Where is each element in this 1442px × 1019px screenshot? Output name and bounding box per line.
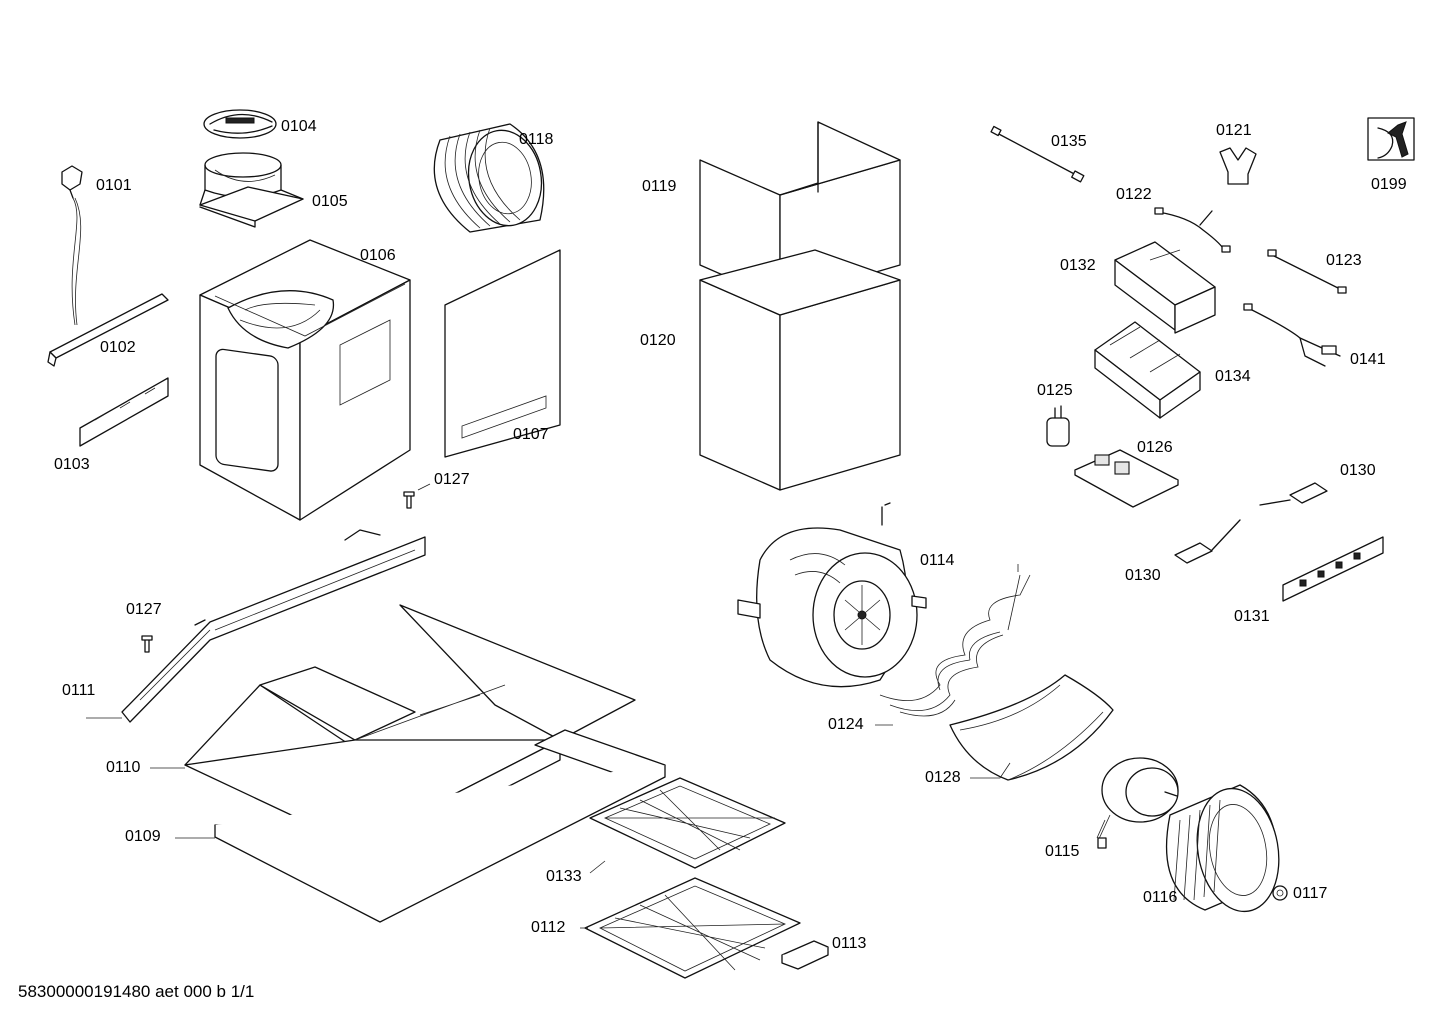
label-0101: 0101: [96, 177, 132, 194]
document-footer: 58300000191480 aet 000 b 1/1: [18, 982, 255, 1001]
label-0132: 0132: [1060, 257, 1096, 274]
label-0130-b: 0130: [1125, 567, 1161, 584]
scroll-shroud-part[interactable]: [949, 674, 1114, 781]
label-0121: 0121: [1216, 122, 1252, 139]
fan-housing-part[interactable]: [199, 239, 411, 521]
label-0114: 0114: [920, 552, 955, 569]
label-0127-a: 0127: [434, 471, 470, 488]
label-0107: 0107: [513, 426, 549, 443]
label-0135: 0135: [1051, 133, 1087, 150]
label-0199: 0199: [1371, 176, 1407, 193]
label-0102: 0102: [100, 339, 136, 356]
front-frame-part[interactable]: [121, 529, 426, 723]
label-0115: 0115: [1045, 843, 1080, 860]
label-0113: 0113: [832, 935, 867, 952]
control-box-cover-part[interactable]: [1114, 241, 1216, 334]
label-0106: 0106: [360, 247, 396, 264]
holder-clip-part[interactable]: [1219, 147, 1257, 185]
blower-assembly-part[interactable]: [737, 502, 927, 688]
flexible-duct-part[interactable]: [433, 123, 549, 233]
label-0131: 0131: [1234, 608, 1270, 625]
label-0116: 0116: [1143, 889, 1178, 906]
label-0118: 0118: [519, 131, 554, 148]
label-0133: 0133: [546, 868, 582, 885]
short-cable-part[interactable]: [1267, 249, 1347, 294]
grease-filter-lower-part[interactable]: [584, 877, 801, 979]
label-0111: 0111: [62, 682, 96, 699]
label-0120: 0120: [640, 332, 676, 349]
ring-part[interactable]: [203, 109, 277, 139]
switch-panel-part[interactable]: [1282, 536, 1384, 602]
lower-chimney-part[interactable]: [699, 249, 901, 491]
label-0130-a: 0130: [1340, 462, 1376, 479]
label-0122: 0122: [1116, 186, 1152, 203]
label-0119: 0119: [642, 178, 677, 195]
label-0110: 0110: [106, 759, 141, 776]
wrench-icon: [1367, 117, 1415, 161]
label-0112: 0112: [531, 919, 566, 936]
capacitor-part[interactable]: [1046, 405, 1070, 447]
back-plate-part[interactable]: [444, 249, 561, 458]
label-0126: 0126: [1137, 439, 1173, 456]
wire-harness-part[interactable]: [1154, 207, 1231, 253]
label-0141: 0141: [1350, 351, 1386, 368]
heater-coil-part[interactable]: [879, 564, 1031, 717]
screw-part[interactable]: [403, 491, 415, 509]
screw-part-2[interactable]: [141, 635, 153, 653]
bracket-long-part[interactable]: [47, 293, 169, 367]
bracket-small-part[interactable]: [79, 377, 169, 447]
label-0109: 0109: [125, 828, 161, 845]
motor-part[interactable]: [1096, 757, 1179, 849]
connector-cable-part[interactable]: [1243, 303, 1341, 367]
bottom-frame-part[interactable]: [214, 729, 666, 923]
label-0134: 0134: [1215, 368, 1251, 385]
label-0103: 0103: [54, 456, 90, 473]
label-0125: 0125: [1037, 382, 1073, 399]
nut-part[interactable]: [1272, 885, 1288, 901]
label-0127-b: 0127: [126, 601, 162, 618]
impeller-wheel-part[interactable]: [1166, 782, 1289, 918]
grease-filter-upper-part[interactable]: [589, 777, 786, 869]
cable-part[interactable]: [990, 125, 1085, 183]
label-0105: 0105: [312, 193, 348, 210]
label-0128: 0128: [925, 769, 961, 786]
clip-part[interactable]: [781, 940, 829, 970]
lamp-module-part[interactable]: [1259, 482, 1328, 506]
lamp-module-part-2[interactable]: [1174, 519, 1241, 564]
label-0104: 0104: [281, 118, 317, 135]
circuit-board-part[interactable]: [1074, 449, 1179, 508]
label-0123: 0123: [1326, 252, 1362, 269]
leader-lines: [86, 483, 1011, 929]
control-box-part[interactable]: [1094, 321, 1201, 419]
label-0124: 0124: [828, 716, 864, 733]
duct-adapter-part[interactable]: [199, 152, 304, 228]
label-0117: 0117: [1293, 885, 1328, 902]
power-cord-part[interactable]: [61, 165, 83, 326]
